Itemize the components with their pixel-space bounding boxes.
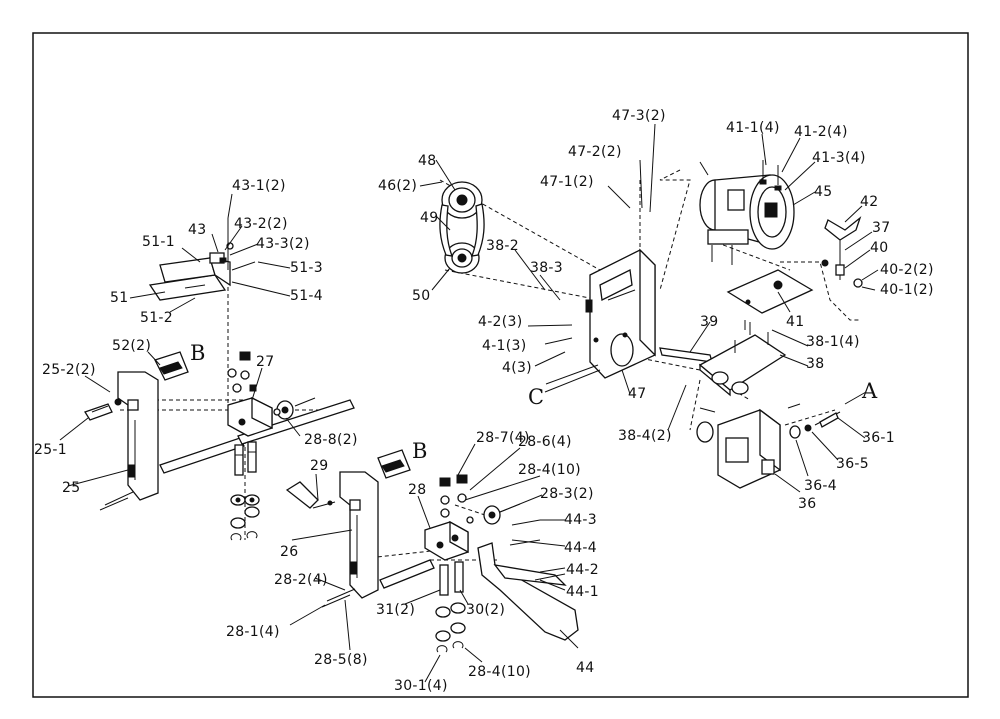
label-42: 42 [860,194,878,210]
label-36-4: 36-4 [804,478,837,494]
label-37: 37 [872,220,890,236]
pulley-belt-assembly [439,181,485,274]
label-28-5: 28-5(8) [314,652,368,668]
label-47-3: 47-3(2) [612,108,666,124]
label-28-6: 28-6(4) [518,434,572,450]
label-44-4: 44-4 [564,540,597,556]
label-51-1: 51-1 [142,234,175,250]
label-38-4: 38-4(2) [618,428,672,444]
label-52: 52(2) [112,338,151,354]
label-43: 43 [188,222,206,238]
label-28-4a: 28-4(10) [518,462,581,478]
label-38-1: 38-1(4) [806,334,860,350]
label-51-2: 51-2 [140,310,173,326]
label-4: 4(3) [502,360,532,376]
guide-arm-26 [285,449,411,608]
label-28-3: 28-3(2) [540,486,594,502]
label-25-1: 25-1 [34,442,67,458]
callout-labels: 48 46(2) 49 50 47-3(2) 47-2(2) 47-1(2) 3… [34,108,934,694]
label-43-3: 43-3(2) [256,236,310,252]
label-43-2: 43-2(2) [234,216,288,232]
label-4-1: 4-1(3) [482,338,527,354]
label-44: 44 [576,660,594,676]
label-40: 40 [870,240,888,256]
label-30-1: 30-1(4) [394,678,448,694]
label-25: 25 [62,480,80,496]
label-45: 45 [814,184,832,200]
label-47-2: 47-2(2) [568,144,622,160]
label-47-1: 47-1(2) [540,174,594,190]
label-44-2: 44-2 [566,562,599,578]
shaft-left [159,399,355,474]
leader-lines [59,123,879,683]
label-31: 31(2) [376,602,415,618]
label-26: 26 [280,544,298,560]
label-28-4b: 28-4(10) [468,664,531,680]
bracket-assembly-51 [148,218,256,301]
blade-guard-44 [477,519,579,641]
label-28-2: 28-2(4) [274,572,328,588]
label-28-7: 28-7(4) [476,430,530,446]
label-25-2: 25-2(2) [42,362,96,378]
label-36-5: 36-5 [836,456,869,472]
label-41-2: 41-2(4) [794,124,848,140]
label-39: 39 [700,314,718,330]
guide-block-28 [379,474,521,653]
label-4-2: 4-2(3) [478,314,523,330]
label-51-3: 51-3 [290,260,323,276]
motor-45 [699,160,795,265]
label-41-3: 41-3(4) [812,150,866,166]
gearbox-36 [696,403,841,489]
label-38-2: 38-2 [486,238,519,254]
label-51: 51 [110,290,128,306]
label-29: 29 [310,458,328,474]
label-28: 28 [408,482,426,498]
label-41: 41 [786,314,804,330]
label-27: 27 [256,354,274,370]
label-43-1: 43-1(2) [232,178,286,194]
ref-A: A [861,379,878,403]
ref-B-lower: B [412,439,427,463]
ref-C: C [528,385,544,409]
label-28-8: 28-8(2) [304,432,358,448]
motor-plate-41 [726,216,876,314]
label-48: 48 [418,153,436,169]
label-51-4: 51-4 [290,288,323,304]
label-44-3: 44-3 [564,512,597,528]
label-41-1: 41-1(4) [726,120,780,136]
label-44-1: 44-1 [566,584,599,600]
label-28-1: 28-1(4) [226,624,280,640]
label-49: 49 [420,210,438,226]
guide-arm-25 [84,351,189,511]
diagram-frame [32,32,969,698]
label-50: 50 [412,288,430,304]
reference-letters: A B B C [190,341,878,463]
label-46: 46(2) [378,178,417,194]
drive-frame-47 [585,248,656,379]
guide-block-27 [227,351,316,541]
label-30: 30(2) [466,602,505,618]
shaft-39-plate-38 [659,320,787,397]
label-36-1: 36-1 [862,430,895,446]
label-47: 47 [628,386,646,402]
label-40-2: 40-2(2) [880,262,934,278]
ref-B-upper: B [190,341,205,365]
label-38-3: 38-3 [530,260,563,276]
label-40-1: 40-1(2) [880,282,934,298]
label-38: 38 [806,356,824,372]
label-36: 36 [798,496,816,512]
